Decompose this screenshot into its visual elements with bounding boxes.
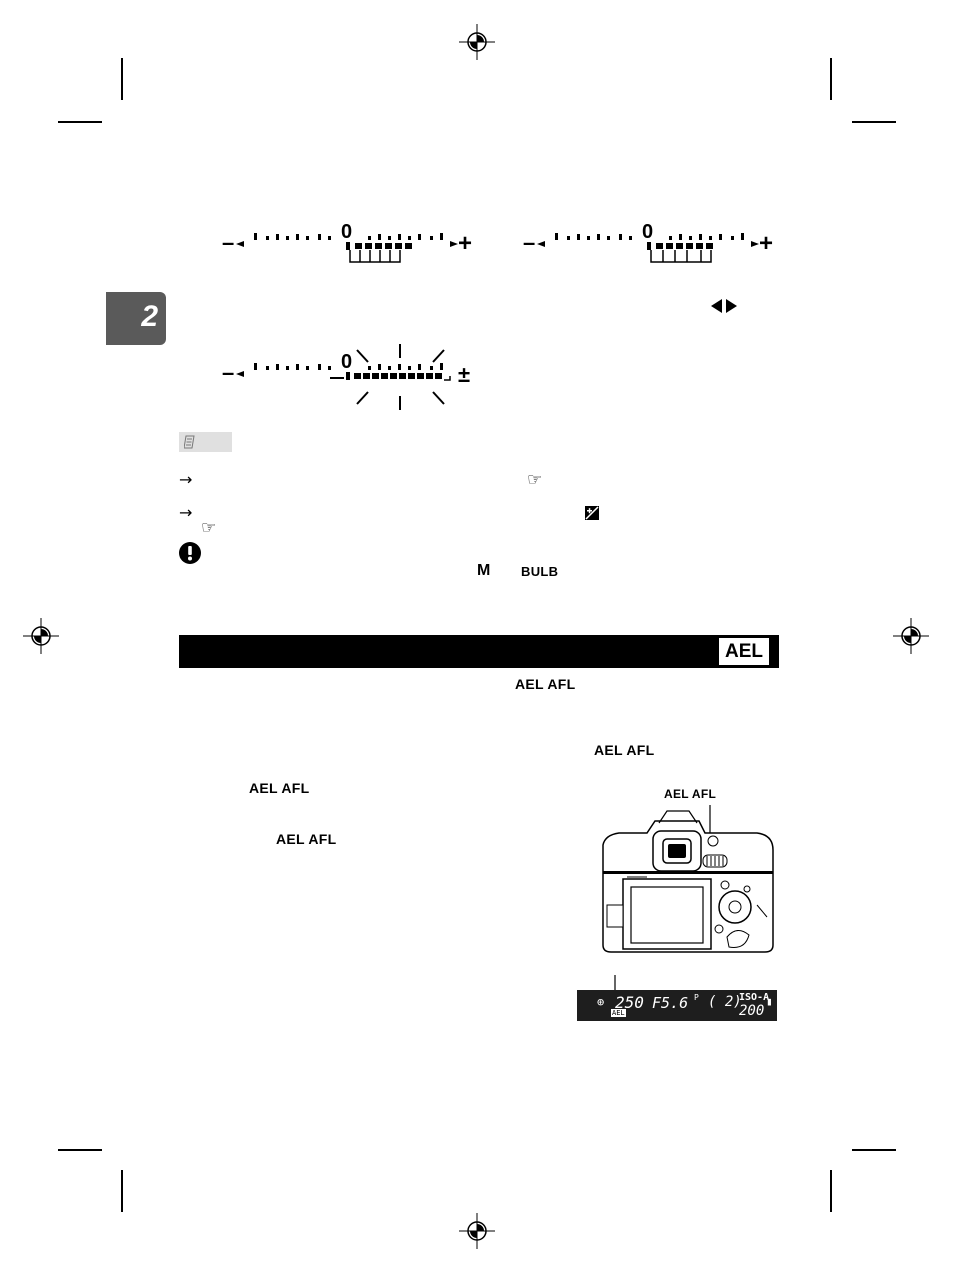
registration-mark-icon [23,618,59,654]
meter-plus-minus: ± [458,362,470,387]
exposure-meter-diagram: – 0 ± [222,344,470,410]
meter-minus: – [222,230,234,255]
meter-minus: – [523,230,535,255]
ael-afl-label: AEL AFL [249,780,310,796]
control-panel-lcd: ⊕ 250 AEL F5.6 P ( 2) ISO-A 200 ▮ [577,990,777,1021]
crop-mark [830,58,832,100]
chapter-number: 2 [141,300,158,333]
section-header: AEL [179,635,779,668]
mode-m-label: M [477,562,491,579]
crop-mark [58,121,102,123]
registration-mark-icon [893,618,929,654]
camera-ael-afl-label: AEL AFL [664,787,717,801]
lcd-iso-value: 200 [739,1003,765,1019]
left-right-arrows-icon [711,299,737,313]
pointing-hand-icon: ☞ [201,518,217,538]
meter-zero: 0 [642,221,653,243]
exposure-meter-diagram: – 0 + [523,221,773,263]
lcd-mode-icon: ⊕ [597,995,605,1009]
chapter-tab: 2 [106,292,166,345]
meter-plus: + [458,230,472,257]
lcd-battery-icon: ▮ [766,995,773,1008]
lcd-aperture: F5.6 [652,994,689,1012]
caution-icon [179,542,201,564]
crop-mark [830,1170,832,1212]
lcd-frames-remaining: ( 2) [708,994,742,1010]
meter-zero: 0 [341,351,352,373]
ael-afl-label: AEL AFL [276,831,337,847]
crop-mark [121,58,123,100]
ael-badge: AEL [719,638,769,665]
registration-mark-icon [459,24,495,60]
crop-mark [852,1149,896,1151]
mode-bulb-label: BULB [521,564,559,579]
pointing-hand-icon: ☞ [527,470,543,490]
lcd-shutter-speed: 250 [615,993,644,1012]
exposure-compensation-icon [585,506,599,520]
note-box [179,432,232,452]
ael-afl-label: AEL AFL [515,676,576,692]
registration-mark-icon [459,1213,495,1249]
note-icon [184,435,195,449]
exposure-meter-diagram: – 0 + [222,221,472,263]
note-arrow: → [179,470,193,489]
lcd-iso-label: ISO-A [739,992,770,1003]
meter-minus: – [222,360,234,385]
crop-mark [58,1149,102,1151]
lcd-program-indicator: P [694,993,699,1002]
crop-mark [121,1170,123,1212]
meter-plus: + [759,230,773,257]
note-arrow: → [179,503,193,522]
ael-afl-label: AEL AFL [594,742,655,758]
lcd-ael-indicator: AEL [611,1009,626,1017]
camera-back-illustration [602,805,774,953]
meter-zero: 0 [341,221,352,243]
crop-mark [852,121,896,123]
